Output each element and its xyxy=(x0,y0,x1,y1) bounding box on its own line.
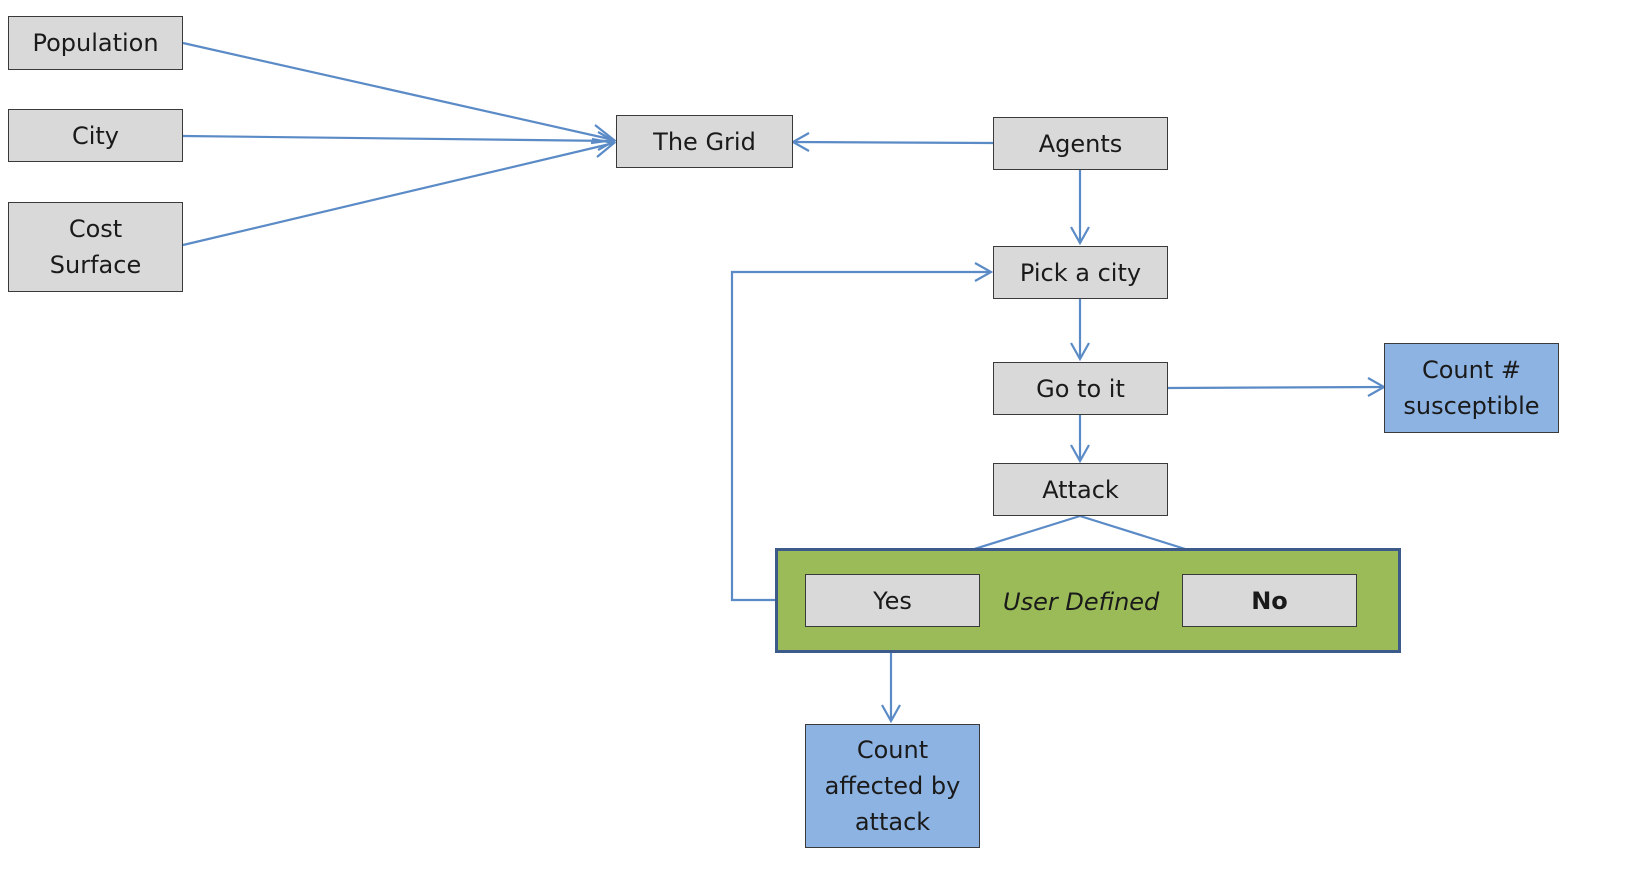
connector-population-grid xyxy=(182,41,615,142)
connector-agents-grid xyxy=(792,140,994,145)
arrowhead-yes-affected xyxy=(881,704,901,724)
arrowhead-agents-grid xyxy=(790,132,810,152)
node-count-susceptible: Count # susceptible xyxy=(1384,343,1559,433)
connector-go-susceptible xyxy=(1167,385,1385,390)
connector-loop-back xyxy=(730,270,991,602)
node-no: No xyxy=(1182,574,1357,627)
arrowhead-agents-pick xyxy=(1070,226,1090,246)
node-population: Population xyxy=(8,16,183,70)
connector-cost-grid xyxy=(182,141,615,247)
arrowhead-cost-grid xyxy=(591,137,617,158)
node-pick-a-city: Pick a city xyxy=(993,246,1168,299)
node-go-to-it: Go to it xyxy=(993,362,1168,415)
arrowhead-go-attack xyxy=(1070,444,1090,464)
node-cost-surface: Cost Surface xyxy=(8,202,183,292)
arrowhead-city-grid xyxy=(597,131,617,151)
node-attack: Attack xyxy=(993,463,1168,516)
node-yes: Yes xyxy=(805,574,980,627)
user-defined-label: User Defined xyxy=(1003,588,1160,616)
arrowhead-loop-back xyxy=(974,262,994,282)
node-count-affected: Count affected by attack xyxy=(805,724,980,848)
connector-city-grid xyxy=(182,134,615,143)
node-the-grid: The Grid xyxy=(616,115,793,168)
node-city: City xyxy=(8,109,183,162)
arrowhead-pick-go xyxy=(1070,342,1090,362)
node-agents: Agents xyxy=(993,117,1168,170)
